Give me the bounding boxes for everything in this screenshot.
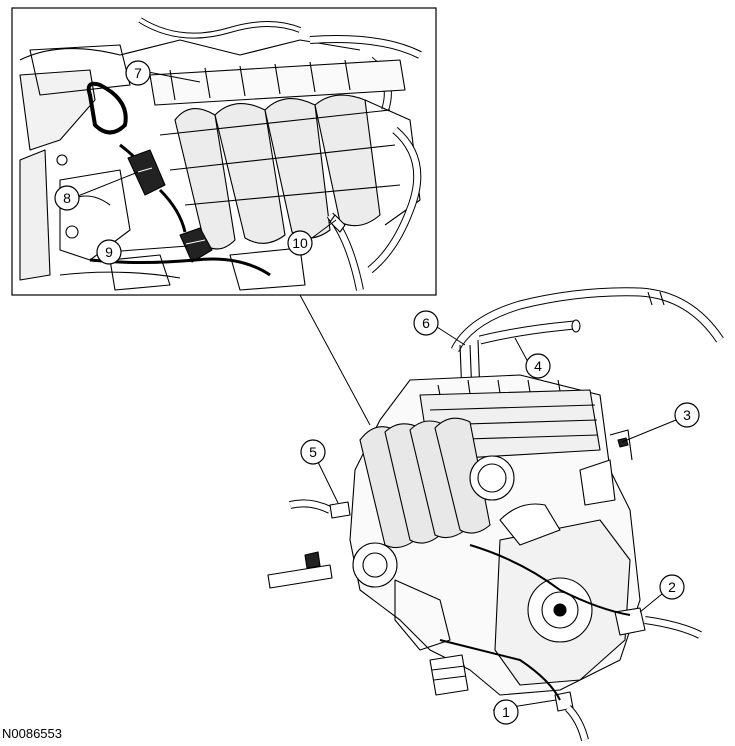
callout-5: 5 (300, 439, 339, 504)
callout-number: 7 (134, 65, 142, 81)
callout-2: 2 (639, 574, 685, 613)
inset-leader-line (299, 294, 371, 426)
callout-number: 8 (63, 190, 71, 206)
callout-number: 9 (105, 244, 113, 260)
callout-number: 3 (683, 407, 691, 423)
callout-10: 10 (287, 219, 337, 256)
callout-6: 6 (413, 310, 466, 346)
callout-number: 1 (502, 704, 510, 720)
callout-number: 5 (309, 444, 317, 460)
callout-9: 9 (96, 239, 189, 265)
detail-inset: 7 8 9 10 (11, 7, 437, 296)
callout-number: 10 (292, 235, 308, 251)
callout-number: 2 (668, 579, 676, 595)
callout-7: 7 (125, 60, 201, 86)
figure-id: N0086553 (2, 726, 62, 741)
callout-1: 1 (492, 699, 557, 725)
callout-number: 6 (422, 315, 430, 331)
engine-assembly (267, 287, 724, 742)
callout-4: 4 (514, 337, 551, 379)
callout-8: 8 (54, 171, 139, 211)
callout-3: 3 (621, 402, 700, 443)
callout-number: 4 (534, 358, 542, 374)
